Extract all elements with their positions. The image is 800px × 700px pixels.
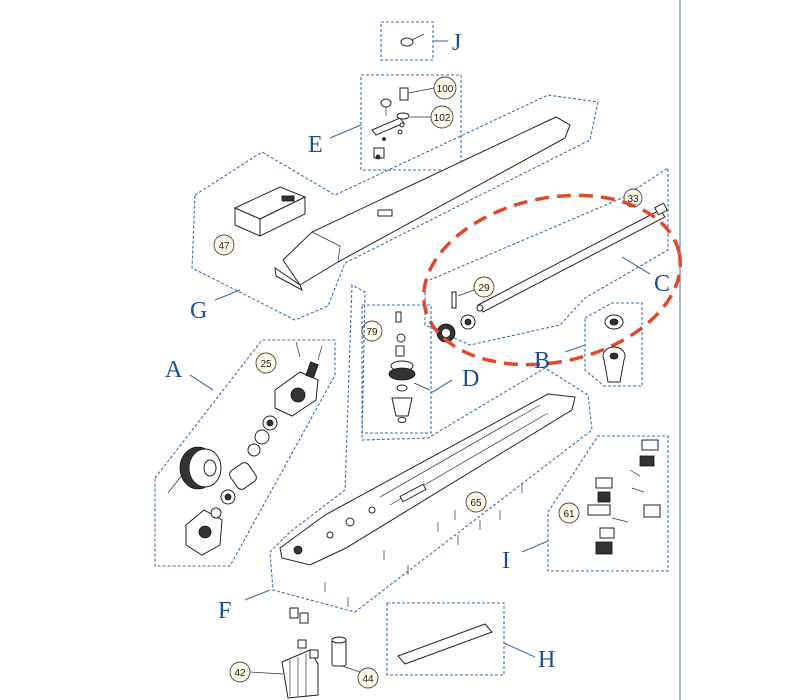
group-g: 47 G xyxy=(190,94,599,324)
svg-text:47: 47 xyxy=(218,241,230,252)
callout-44: 44 xyxy=(341,665,379,689)
gear-bushing-parts xyxy=(436,314,476,343)
svg-text:44: 44 xyxy=(362,674,374,685)
leader-g xyxy=(214,289,241,301)
release-lever-parts xyxy=(371,87,410,160)
shaft-pin-part xyxy=(451,291,457,309)
svg-text:42: 42 xyxy=(234,668,246,679)
leader-a xyxy=(189,374,214,391)
group-e: 100 102 E xyxy=(308,74,462,171)
leader-i xyxy=(521,540,549,553)
base-frame-part xyxy=(279,393,576,566)
group-e-outline xyxy=(360,74,462,171)
callout-29: 29 xyxy=(457,276,495,298)
group-j: J xyxy=(380,21,461,61)
terminal-block-part xyxy=(281,607,319,699)
group-i: 61 I xyxy=(502,435,669,574)
gear-stack-parts xyxy=(388,311,431,423)
worm-screw-shaft-part xyxy=(476,202,668,313)
bottom-parts: 42 44 xyxy=(229,607,379,699)
group-a-outline xyxy=(154,339,336,567)
svg-text:33: 33 xyxy=(627,194,639,205)
flat-plate-part xyxy=(397,623,493,665)
callout-79: 79 xyxy=(361,320,383,342)
group-letter-a: A xyxy=(165,357,183,383)
motor-parts xyxy=(167,341,323,556)
group-letter-g: G xyxy=(190,298,207,324)
group-letter-i: I xyxy=(502,548,510,574)
group-h: H xyxy=(386,602,555,676)
callout-47: 47 xyxy=(213,234,235,256)
svg-text:25: 25 xyxy=(260,359,272,370)
svg-text:79: 79 xyxy=(366,327,378,338)
leader-d xyxy=(430,379,453,394)
group-b: B xyxy=(534,302,643,387)
highlight-ellipse xyxy=(421,193,683,367)
group-f: 65 F xyxy=(218,284,593,624)
group-letter-b: B xyxy=(534,348,550,374)
battery-box-part xyxy=(233,186,307,237)
group-h-outline xyxy=(386,602,505,676)
callout-100: 100 xyxy=(408,76,457,100)
callout-65: 65 xyxy=(465,491,487,513)
group-a: 25 A xyxy=(154,339,336,567)
group-letter-e: E xyxy=(308,132,323,158)
group-c-outline xyxy=(424,166,669,346)
svg-text:100: 100 xyxy=(437,84,454,95)
leader-f xyxy=(244,589,271,601)
group-g-outline xyxy=(191,94,599,321)
group-f-outline xyxy=(269,284,593,613)
group-c: 33 29 C xyxy=(424,166,670,346)
svg-text:65: 65 xyxy=(470,498,482,509)
svg-text:29: 29 xyxy=(478,283,490,294)
svg-text:61: 61 xyxy=(563,509,575,520)
leader-h xyxy=(503,642,536,658)
group-d-outline xyxy=(361,304,432,434)
callout-42: 42 xyxy=(229,661,284,683)
group-letter-h: H xyxy=(538,647,555,673)
group-letter-f: F xyxy=(218,598,231,624)
key-part xyxy=(400,33,425,47)
limit-switch-parts xyxy=(587,439,661,555)
group-d: 79 D xyxy=(361,304,479,434)
capacitor-part xyxy=(331,636,347,667)
group-b-outline xyxy=(584,302,643,387)
callout-102: 102 xyxy=(410,105,454,129)
group-letter-j: J xyxy=(452,30,461,56)
group-i-outline xyxy=(547,435,669,572)
callout-61: 61 xyxy=(558,502,580,524)
callout-25: 25 xyxy=(255,352,277,374)
svg-text:102: 102 xyxy=(434,113,451,124)
leader-b xyxy=(564,344,586,353)
group-letter-c: C xyxy=(654,271,670,297)
fixing-screws xyxy=(324,483,523,607)
leader-e xyxy=(329,124,362,139)
group-letter-d: D xyxy=(462,366,479,392)
leader-c xyxy=(621,256,651,275)
cover-housing-part xyxy=(274,116,571,292)
lock-parts xyxy=(602,314,626,383)
